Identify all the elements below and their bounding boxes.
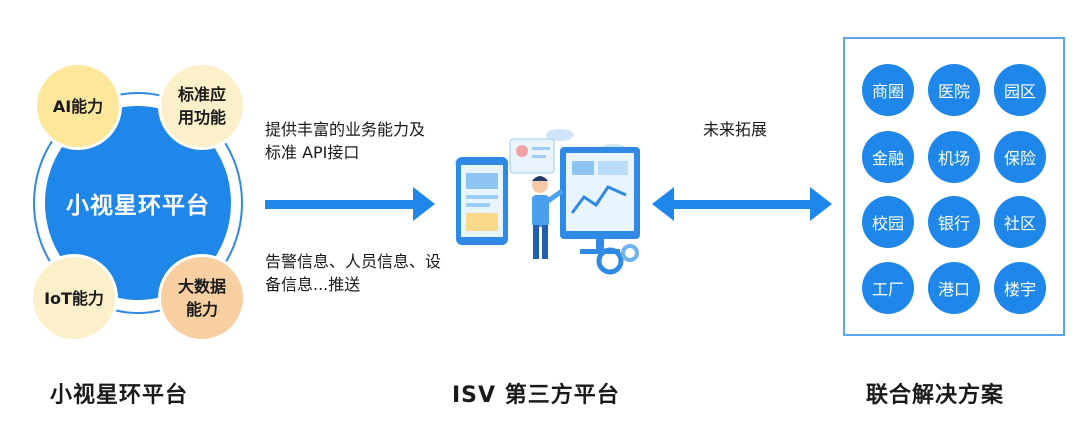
solution-item: 医院 [928, 64, 980, 116]
solution-item: 校园 [862, 196, 914, 248]
platform-ring [33, 92, 243, 314]
solution-item: 社区 [994, 196, 1046, 248]
arrow-right-head [413, 187, 435, 221]
center-caption: ISV 第三方平台 [452, 383, 620, 408]
arrow-double-shaft [672, 200, 812, 209]
arrow-double-right-head [810, 187, 832, 221]
solution-item: 金融 [862, 131, 914, 183]
push-note: 告警信息、人员信息、设备信息...推送 [265, 252, 442, 294]
solution-item: 机场 [928, 131, 980, 183]
solution-item: 工厂 [862, 262, 914, 314]
solution-item: 港口 [928, 262, 980, 314]
arrow-double-left-head [652, 187, 674, 221]
arrow-right-shaft [265, 200, 415, 209]
left-caption: 小视星环平台 [50, 383, 189, 408]
solutions-caption: 联合解决方案 [866, 383, 1005, 408]
capability-standard-app: 标准应用功能 [158, 62, 246, 150]
api-note: 提供丰富的业务能力及标准 API接口 [265, 120, 426, 162]
solution-item: 保险 [994, 131, 1046, 183]
solution-item: 商圈 [862, 64, 914, 116]
capability-iot: IoT能力 [30, 254, 118, 342]
future-note: 未来拓展 [703, 120, 768, 139]
solution-item: 银行 [928, 196, 980, 248]
solution-item: 楼宇 [994, 262, 1046, 314]
capability-ai: AI能力 [34, 62, 122, 150]
dashboard-illustration-icon [454, 129, 640, 275]
solution-item: 园区 [994, 64, 1046, 116]
capability-big-data: 大数据能力 [158, 254, 246, 342]
